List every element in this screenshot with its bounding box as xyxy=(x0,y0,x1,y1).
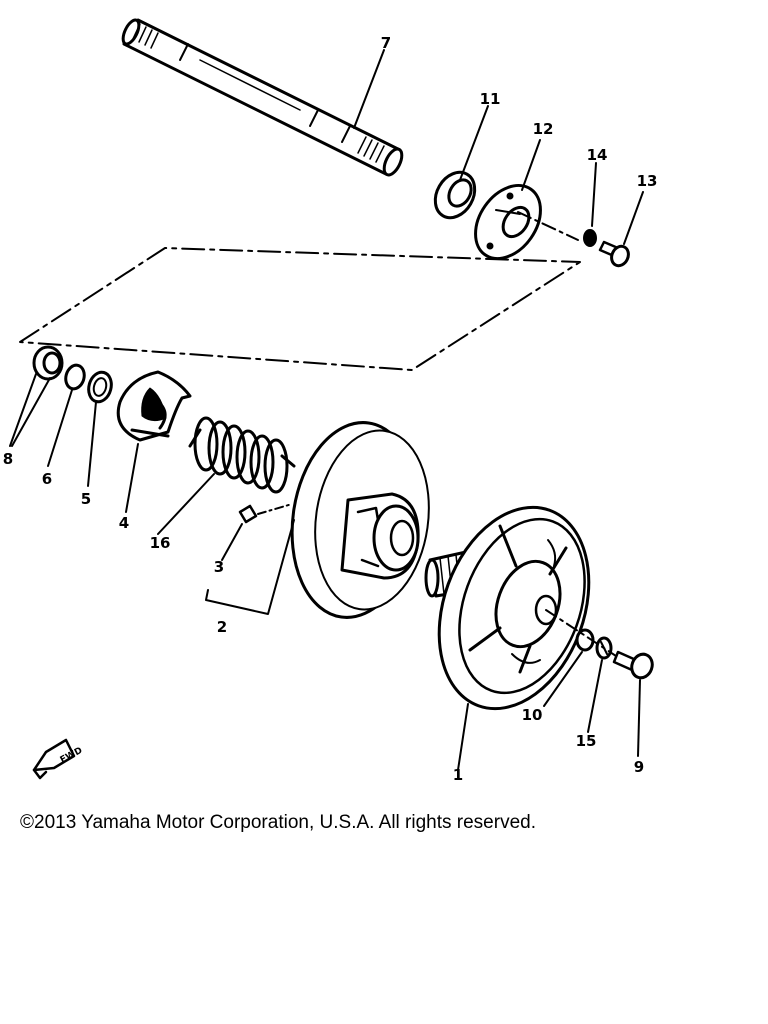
leader-15 xyxy=(587,659,603,733)
leader-10 xyxy=(543,651,583,707)
slider-part-3 xyxy=(238,504,258,524)
label-part-8: 8 xyxy=(3,450,13,468)
label-part-6: 6 xyxy=(42,470,52,488)
label-part-16: 16 xyxy=(150,534,171,552)
leader-9 xyxy=(637,679,641,757)
sliding-sheave-part-2 xyxy=(290,421,430,619)
label-part-15: 15 xyxy=(576,732,597,750)
label-part-14: 14 xyxy=(587,146,608,164)
leader-8a xyxy=(9,373,37,447)
fixed-sheave-part-1 xyxy=(424,505,591,711)
label-part-13: 13 xyxy=(637,172,658,190)
copyright-notice: ©2013 Yamaha Motor Corporation, U.S.A. A… xyxy=(20,812,536,833)
label-part-12: 12 xyxy=(533,120,554,138)
leader-4 xyxy=(125,443,139,513)
bearing-part-11 xyxy=(433,170,477,220)
label-part-9: 9 xyxy=(634,758,644,776)
bolt-part-9 xyxy=(612,650,654,680)
label-part-7: 7 xyxy=(381,34,391,52)
leader-14 xyxy=(591,162,597,227)
washer-part-5 xyxy=(87,370,113,404)
leader-6 xyxy=(47,389,73,467)
label-part-10: 10 xyxy=(522,706,543,724)
assembly-outline xyxy=(19,247,581,371)
leader-5 xyxy=(87,401,97,487)
leader-12 xyxy=(521,139,541,191)
shaft-part-7 xyxy=(121,18,404,177)
leader-13 xyxy=(623,191,644,245)
label-part-1: 1 xyxy=(453,766,463,784)
exploded-parts-diagram: FWD 7 11 12 14 13 8 6 5 4 16 3 2 1 10 15… xyxy=(3,18,658,784)
leader-3 xyxy=(221,523,243,561)
leader-1 xyxy=(457,703,469,771)
leader-11 xyxy=(459,105,489,181)
label-part-11: 11 xyxy=(480,90,501,108)
label-part-4: 4 xyxy=(119,514,129,532)
leader-16 xyxy=(157,473,215,535)
label-part-3: 3 xyxy=(214,558,224,576)
label-part-5: 5 xyxy=(81,490,91,508)
bolt-part-13 xyxy=(598,240,630,268)
cam-part-4 xyxy=(116,370,192,442)
bushing-part-8 xyxy=(32,345,64,381)
leader-2 xyxy=(205,519,295,615)
washer-part-14 xyxy=(583,229,597,247)
leader-8b xyxy=(11,377,51,447)
leader-7 xyxy=(353,49,385,129)
label-part-2: 2 xyxy=(217,618,227,636)
spring-part-16 xyxy=(188,416,296,494)
forward-arrow-icon xyxy=(32,738,76,780)
ring-part-6 xyxy=(64,363,86,391)
